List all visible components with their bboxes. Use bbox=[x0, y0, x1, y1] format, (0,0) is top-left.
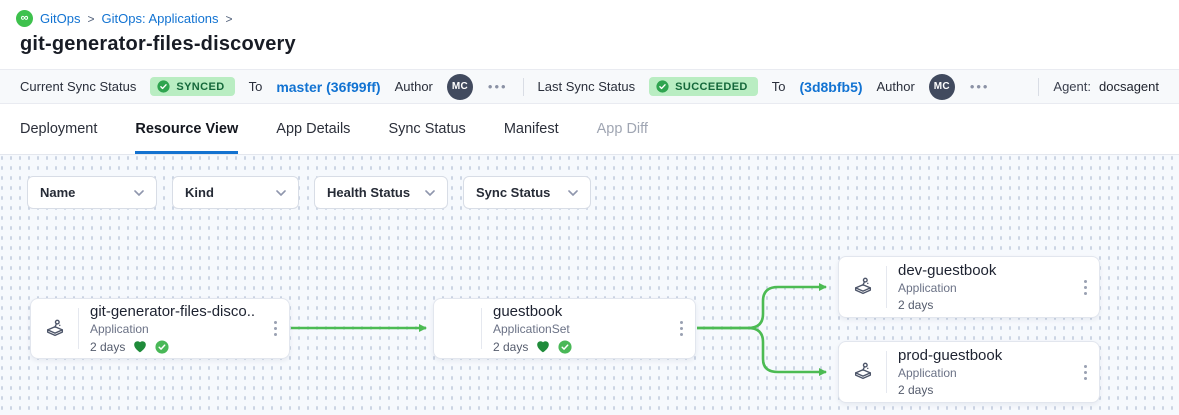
node-divider bbox=[481, 308, 482, 349]
page-header: ∞ GitOps > GitOps: Applications > git-ge… bbox=[0, 0, 1179, 69]
tab-deployment[interactable]: Deployment bbox=[20, 120, 98, 137]
health-heart-icon bbox=[134, 341, 147, 353]
gitops-infinity-icon: ∞ bbox=[16, 10, 33, 27]
node-kind: Application bbox=[898, 281, 957, 295]
last-to-label: To bbox=[771, 79, 786, 94]
current-author-label: Author bbox=[394, 79, 433, 94]
statusbar-divider bbox=[522, 77, 524, 96]
current-revision-link[interactable]: master (36f99ff) bbox=[276, 78, 381, 95]
last-author-avatar: MC bbox=[928, 73, 955, 100]
last-author-label: Author bbox=[876, 79, 915, 94]
tab-app-details[interactable]: App Details bbox=[276, 120, 351, 137]
check-circle-icon bbox=[656, 80, 669, 93]
health-heart-icon bbox=[537, 341, 550, 353]
last-sync-status-label: Last Sync Status bbox=[537, 79, 636, 94]
breadcrumb-link-gitops[interactable]: GitOps bbox=[40, 11, 81, 26]
graph-node-prod-guestbook[interactable]: prod-guestbook Application 2 days bbox=[838, 341, 1100, 403]
filter-sync-status-dropdown[interactable]: Sync Status bbox=[463, 176, 591, 209]
node-kind: ApplicationSet bbox=[493, 322, 570, 336]
breadcrumb-separator: > bbox=[87, 11, 95, 26]
current-sync-status-label: Current Sync Status bbox=[20, 79, 137, 94]
last-sync-status-badge: SUCCEEDED bbox=[649, 77, 758, 96]
graph-node-root-application[interactable]: git-generator-files-disco... Application… bbox=[30, 298, 290, 359]
node-divider bbox=[78, 308, 79, 349]
tab-resource-view[interactable]: Resource View bbox=[135, 104, 239, 154]
current-author-avatar: MC bbox=[446, 73, 473, 100]
agent-value: docsagent bbox=[1099, 79, 1159, 94]
tab-app-diff[interactable]: App Diff bbox=[596, 120, 648, 137]
node-title: prod-guestbook bbox=[898, 347, 1003, 364]
chevron-down-icon bbox=[276, 189, 286, 196]
synced-check-icon bbox=[558, 339, 572, 354]
filter-kind-dropdown[interactable]: Kind bbox=[172, 176, 299, 209]
current-sync-status-badge: SYNCED bbox=[150, 77, 235, 96]
node-age: 2 days bbox=[493, 339, 529, 354]
node-divider bbox=[886, 351, 887, 393]
node-kind: Application bbox=[898, 366, 957, 380]
graph-filters: Name Kind Health Status Sync Status bbox=[27, 176, 591, 209]
node-age: 2 days bbox=[90, 339, 126, 354]
current-to-label: To bbox=[248, 79, 263, 94]
tab-bar: Deployment Resource View App Details Syn… bbox=[0, 104, 1179, 155]
application-icon bbox=[854, 362, 871, 380]
node-title: dev-guestbook bbox=[898, 262, 997, 279]
graph-node-dev-guestbook[interactable]: dev-guestbook Application 2 days bbox=[838, 256, 1100, 318]
check-circle-icon bbox=[157, 80, 170, 93]
chevron-down-icon bbox=[134, 189, 144, 196]
node-menu-kebab-icon[interactable] bbox=[1078, 359, 1099, 386]
synced-check-icon bbox=[155, 339, 169, 354]
application-icon bbox=[854, 277, 871, 295]
last-more-icon[interactable]: ••• bbox=[969, 79, 990, 94]
page-title: git-generator-files-discovery bbox=[20, 33, 296, 55]
breadcrumb: ∞ GitOps > GitOps: Applications > bbox=[16, 10, 1159, 27]
node-title: guestbook bbox=[493, 303, 563, 320]
agent-info: Agent: docsagent bbox=[1053, 79, 1159, 94]
statusbar-divider bbox=[1038, 77, 1040, 96]
node-title: git-generator-files-disco... bbox=[90, 303, 256, 320]
application-icon bbox=[46, 319, 63, 336]
node-menu-kebab-icon[interactable] bbox=[674, 315, 695, 342]
node-menu-kebab-icon[interactable] bbox=[268, 315, 289, 342]
node-kind: Application bbox=[90, 322, 149, 336]
node-age: 2 days bbox=[898, 298, 934, 312]
current-more-icon[interactable]: ••• bbox=[487, 79, 508, 94]
node-divider bbox=[886, 266, 887, 308]
filter-health-status-dropdown[interactable]: Health Status bbox=[314, 176, 448, 209]
tab-sync-status[interactable]: Sync Status bbox=[388, 120, 466, 137]
resource-graph-canvas: Name Kind Health Status Sync Status bbox=[0, 155, 1179, 415]
node-menu-kebab-icon[interactable] bbox=[1078, 274, 1099, 301]
sync-status-bar: Current Sync Status SYNCED To master (36… bbox=[0, 69, 1179, 104]
graph-node-guestbook-applicationset[interactable]: guestbook ApplicationSet 2 days bbox=[433, 298, 696, 359]
tab-manifest[interactable]: Manifest bbox=[503, 120, 559, 137]
chevron-down-icon bbox=[568, 189, 578, 196]
breadcrumb-link-applications[interactable]: GitOps: Applications bbox=[101, 11, 219, 26]
last-revision-link[interactable]: (3d8bfb5) bbox=[799, 78, 863, 95]
node-age: 2 days bbox=[898, 383, 934, 397]
chevron-down-icon bbox=[425, 189, 435, 196]
breadcrumb-separator: > bbox=[225, 11, 233, 26]
agent-label: Agent: bbox=[1053, 79, 1091, 94]
filter-name-dropdown[interactable]: Name bbox=[27, 176, 157, 209]
